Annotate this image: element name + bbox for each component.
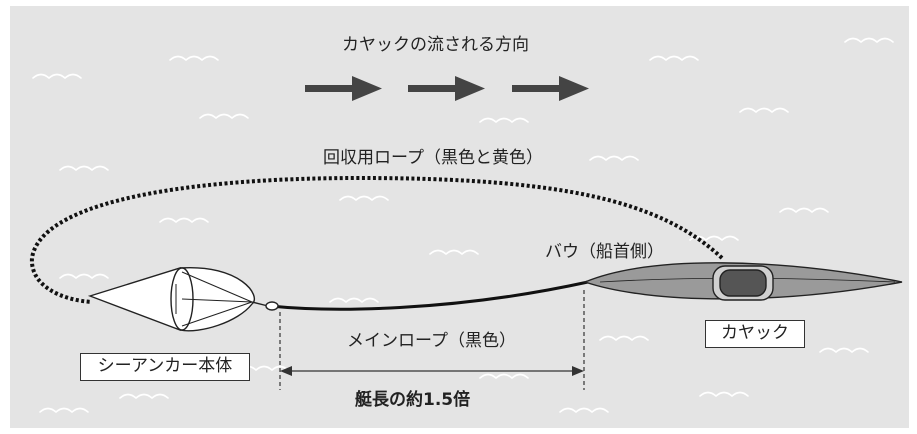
length-label: 艇長の約1.5倍 bbox=[355, 390, 471, 410]
wave bbox=[59, 165, 109, 172]
wave bbox=[599, 335, 649, 342]
wave bbox=[739, 107, 789, 114]
length-arrow-left-head bbox=[280, 366, 292, 376]
wave bbox=[589, 155, 639, 162]
arrow-icon bbox=[408, 76, 485, 101]
length-arrow-right-head bbox=[572, 366, 584, 376]
wave bbox=[339, 195, 389, 202]
wave bbox=[819, 347, 869, 354]
sea-anchor bbox=[87, 267, 279, 332]
wave bbox=[59, 273, 109, 280]
wave bbox=[32, 73, 82, 80]
main-rope-label: メインロープ（黒色） bbox=[347, 331, 516, 351]
anchor-shackle bbox=[251, 301, 269, 307]
wave bbox=[479, 117, 529, 124]
retrieval-rope bbox=[29, 175, 724, 304]
wave bbox=[689, 235, 739, 242]
drift-direction-label: カヤックの流される方向 bbox=[342, 35, 529, 55]
wave bbox=[699, 391, 749, 398]
wave bbox=[199, 113, 249, 120]
wave bbox=[429, 249, 479, 256]
arrow-icon bbox=[305, 76, 382, 101]
anchor-body-label: シーアンカー本体 bbox=[80, 353, 250, 381]
wave bbox=[119, 393, 169, 400]
wave bbox=[844, 37, 894, 44]
wave bbox=[169, 55, 219, 62]
wave-marks bbox=[32, 37, 894, 414]
main-rope bbox=[269, 280, 589, 311]
wave bbox=[479, 373, 529, 380]
wave bbox=[159, 217, 209, 224]
wave bbox=[559, 407, 609, 414]
wave bbox=[649, 55, 699, 62]
kayak bbox=[583, 262, 903, 301]
anchor-mouth bbox=[179, 267, 255, 332]
wave bbox=[779, 207, 829, 214]
anchor-swivel bbox=[265, 301, 279, 311]
bow-label: バウ（船首側） bbox=[545, 242, 664, 262]
direction-arrows bbox=[305, 76, 589, 101]
retrieval-rope-label: 回収用ロープ（黒色と黄色） bbox=[323, 148, 543, 168]
kayak-label: カヤック bbox=[705, 320, 805, 348]
kayak-cockpit bbox=[719, 269, 767, 297]
wave bbox=[39, 407, 89, 414]
arrow-icon bbox=[512, 76, 589, 101]
wave bbox=[329, 297, 379, 304]
